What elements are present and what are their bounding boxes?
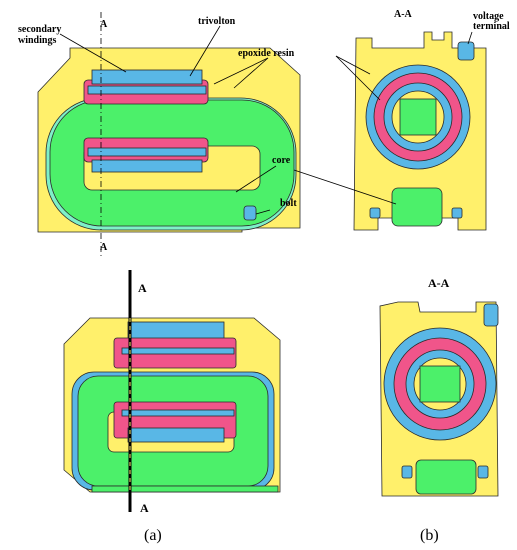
section-a-bottom-label-b: A — [140, 501, 149, 515]
leader-epoxide-2 — [233, 57, 269, 89]
section-a-bottom-label: A — [100, 242, 108, 253]
leader-voltage-terminal — [467, 31, 473, 45]
caption-a: (a) — [144, 527, 162, 544]
top-right-section — [293, 31, 487, 231]
voltage-terminal-label-2: terminal — [473, 21, 510, 32]
secondary-winding-lower-bl — [121, 409, 235, 417]
section-aa-bottom-label: A-A — [428, 276, 450, 290]
secondary-winding-lower2-bl — [127, 427, 225, 443]
bolt-tl — [243, 205, 257, 221]
trivolton-upper-bar-tl — [87, 85, 207, 95]
section-aa-top-label: A-A — [394, 9, 413, 20]
leader-tr-core — [293, 169, 397, 205]
secondary-winding-lower-tl — [87, 147, 207, 157]
voltage-terminal-tr — [457, 41, 475, 61]
core-tr — [399, 98, 437, 136]
leader-epoxide-1 — [213, 57, 269, 85]
leader-tr-resin-2 — [335, 55, 381, 101]
core-lower-tr — [391, 187, 443, 227]
section-a-top-label: A — [100, 19, 108, 30]
bolt-left-tr — [369, 207, 381, 219]
bottom-right-view — [379, 301, 499, 497]
section-a-top-label-b: A — [138, 281, 147, 295]
bolt-right-tr — [451, 207, 463, 219]
leader-core — [235, 165, 277, 193]
leader-bolt — [255, 209, 271, 215]
base-plate-bl — [91, 485, 279, 493]
voltage-terminal-br — [483, 303, 499, 327]
core-lower-br — [415, 459, 477, 495]
bottom-left-view — [63, 270, 281, 512]
leader-tr-resin-1 — [335, 55, 371, 75]
core-label: core — [272, 155, 291, 166]
caption-b: (b) — [420, 527, 439, 544]
voltage-terminal-label-1: voltage — [473, 11, 504, 22]
leader-secondary-windings — [59, 33, 127, 73]
top-left-section — [37, 12, 301, 258]
secondary-windings-label-1: secondary — [18, 24, 61, 35]
secondary-winding-upper-tl — [91, 69, 203, 85]
secondary-winding-lower2-tl — [91, 159, 203, 173]
bolt-right-br — [477, 465, 489, 479]
trivolton-upper-bar-bl — [121, 347, 235, 355]
bolt-left-br — [401, 465, 413, 479]
core-br — [419, 365, 461, 403]
trivolton-label: trivolton — [198, 16, 236, 27]
leader-trivolton — [189, 25, 221, 77]
epoxide-resin-label: epoxide resin — [238, 48, 295, 59]
bolt-label: bolt — [280, 198, 297, 209]
secondary-windings-label-2: windings — [18, 35, 56, 46]
